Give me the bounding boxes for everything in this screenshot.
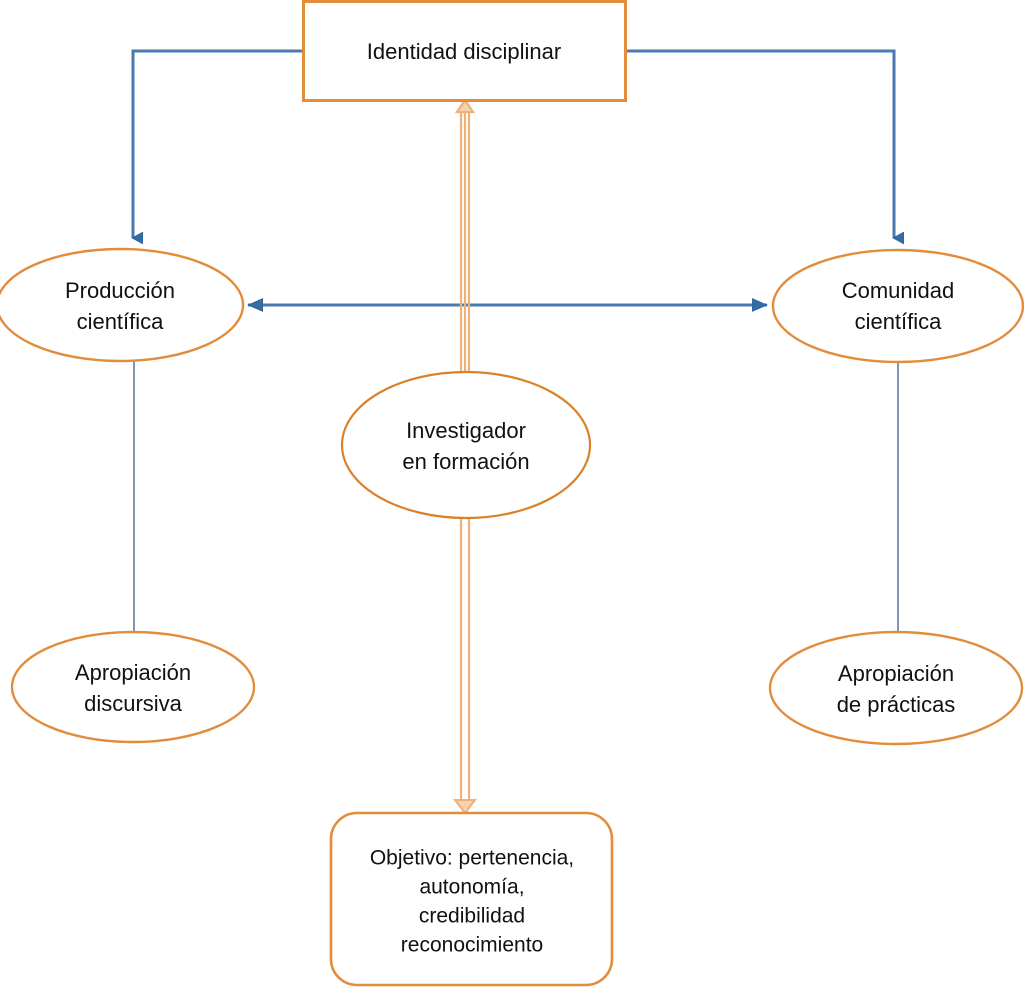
node-label-identidad-disciplinar: Identidad disciplinar [367, 39, 561, 64]
node-label-produccion-cientifica-line2: científica [77, 309, 165, 334]
block-arrow-up-outline [454, 98, 476, 378]
connector-identidad-to-produccion [133, 49, 302, 238]
node-apropiacion-de-practicas[interactable]: Apropiación de prácticas [768, 630, 1024, 746]
node-objetivo[interactable]: Objetivo: pertenencia, autonomía, credib… [329, 811, 614, 987]
node-label-apropiacion-discursiva-line1: Apropiación [75, 660, 191, 685]
connector-line [626, 49, 894, 238]
node-comunidad-cientifica[interactable]: Comunidad científica [771, 248, 1024, 364]
node-label-produccion-cientifica-line1: Producción [65, 278, 175, 303]
node-label-investigador-line2: en formación [402, 449, 529, 474]
node-shape-ellipse [768, 630, 1024, 746]
node-investigador-en-formacion[interactable]: Investigador en formación [340, 370, 592, 520]
connector-identidad-to-comunidad [626, 49, 894, 238]
block-arrow-down-head [452, 799, 478, 815]
node-shape-rectangle [302, 0, 627, 102]
node-label-comunidad-cientifica-line2: científica [855, 309, 943, 334]
node-label-apropiacion-discursiva-line2: discursiva [84, 691, 183, 716]
connector-line [133, 49, 302, 238]
block-arrow-up-head [455, 98, 475, 113]
node-shape-ellipse [0, 247, 245, 363]
node-label-comunidad-cientifica-line1: Comunidad [842, 278, 955, 303]
connector-investigador-block-arrow [452, 98, 478, 815]
node-label-apropiacion-practicas-line1: Apropiación [838, 661, 954, 686]
node-label-objetivo-line4: reconocimiento [401, 934, 543, 957]
node-shape-ellipse [340, 370, 592, 520]
node-shape-rounded-rectangle [329, 811, 614, 987]
node-label-objetivo-line1: Objetivo: pertenencia, [370, 847, 574, 870]
block-arrow-up-shaft [459, 112, 471, 378]
node-label-objetivo-line3: credibilidad [419, 905, 525, 928]
block-arrow-down-shaft [459, 500, 471, 800]
node-label-investigador-line1: Investigador [406, 418, 526, 443]
node-shape-ellipse [10, 630, 256, 744]
node-shape-ellipse [771, 248, 1024, 364]
node-produccion-cientifica[interactable]: Producción científica [0, 247, 245, 363]
node-apropiacion-discursiva[interactable]: Apropiación discursiva [10, 630, 256, 744]
node-label-objetivo-line2: autonomía, [419, 876, 524, 899]
node-label-apropiacion-practicas-line2: de prácticas [837, 692, 956, 717]
node-identidad-disciplinar[interactable]: Identidad disciplinar [302, 0, 627, 102]
